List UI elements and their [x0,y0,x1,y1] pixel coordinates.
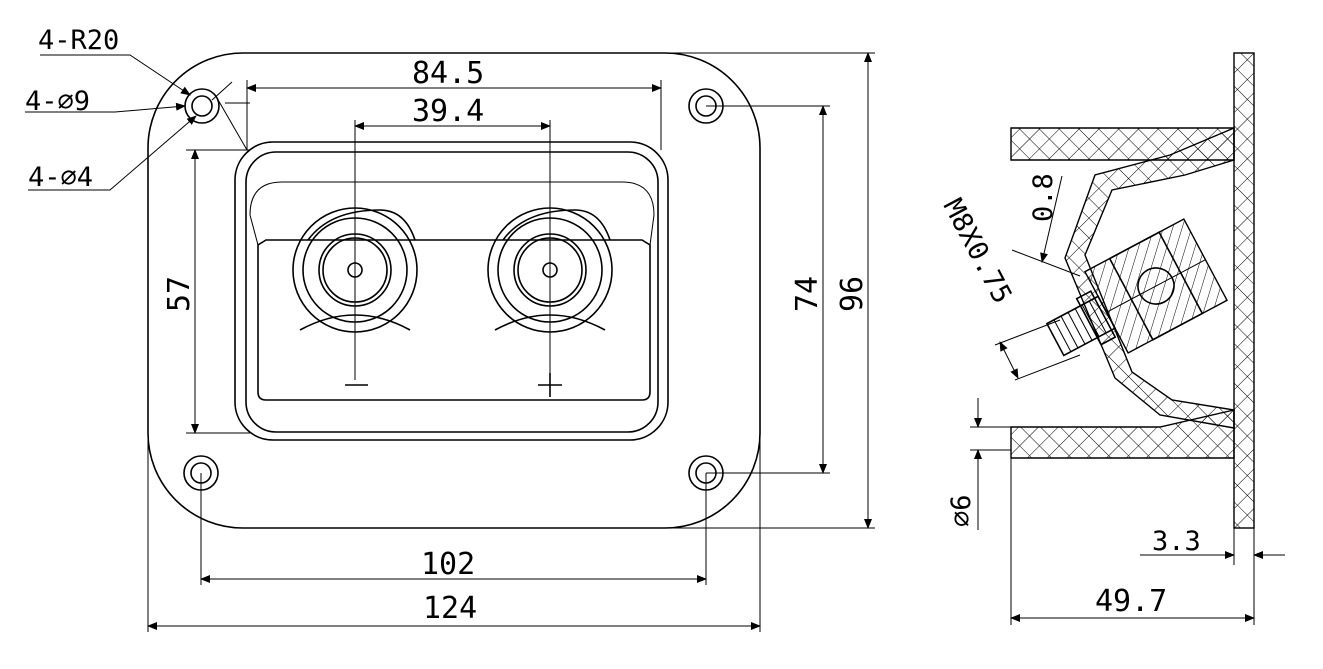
side-view: M8X0.75 0.8 ⌀6 3.3 49.7 [937,52,1285,625]
recess-outer [234,141,669,441]
dim-overall-width: 124 [423,591,477,626]
dim-hole-horizontal: 102 [421,547,475,582]
lower-wall-section [1010,409,1235,459]
callout-hole-small: 4-⌀4 [28,162,93,193]
dim-cutout-height: 57 [162,276,197,312]
dim-cutout-width: 84.5 [412,56,484,91]
dim-depth: 49.7 [1095,584,1167,619]
dim-overall-height: 96 [835,276,870,312]
front-view: 4-R20 4-⌀9 4-⌀4 84.5 39.4 57 74 96 102 1… [25,25,875,632]
dim-thread: M8X0.75 [937,194,1018,309]
dim-hole-vertical: 74 [790,276,825,312]
callout-radius: 4-R20 [38,25,119,56]
recess-upper-slope [249,181,655,216]
recess-wall-section [1064,126,1235,429]
flange-section [1233,52,1255,529]
dim-terminal-spacing: 39.4 [412,94,484,129]
terminal-post-positive [487,120,613,397]
dim-flange: 3.3 [1152,526,1201,557]
dim-diameter: ⌀6 [946,494,977,527]
dim-thickness: 0.8 [1028,173,1059,222]
callout-hole-large: 4-⌀9 [25,86,90,117]
recess-inner [245,151,659,433]
plate-outline [147,52,761,529]
recess-floor [257,239,651,401]
mounting-hole-top-left [184,88,220,124]
threaded-shaft [1045,295,1117,357]
terminal-post-negative [292,120,418,386]
